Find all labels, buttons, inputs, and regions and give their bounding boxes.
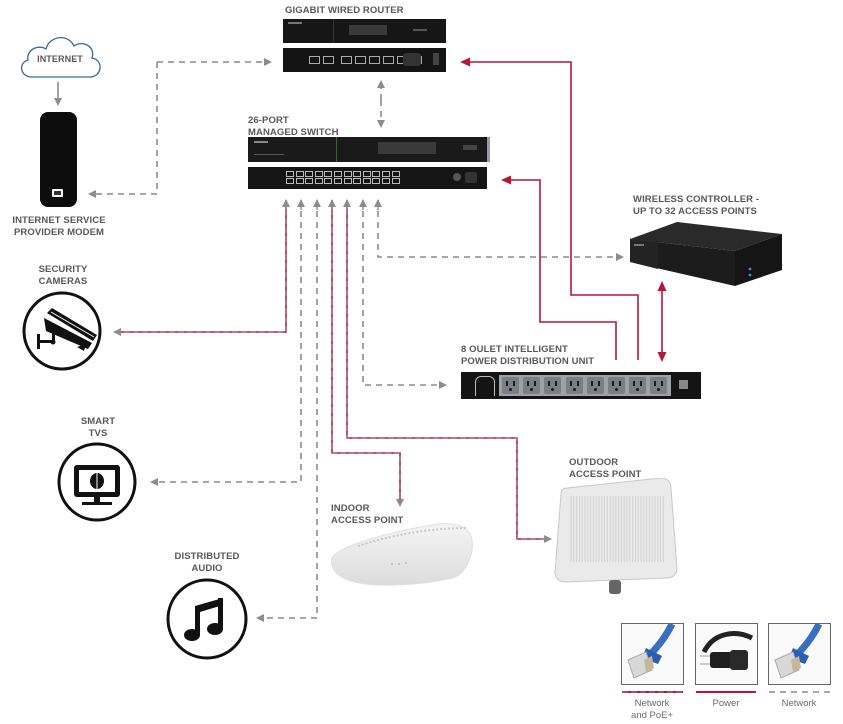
indoor-access-point-icon [331,523,473,586]
ethernet-port [324,171,333,177]
switch-to-cameras-dash [115,200,287,333]
ethernet-port [355,56,366,64]
switch-to-controller [377,200,624,261]
pdu-to-router-power [460,57,639,360]
switch-to-indoor-ap-dash [331,200,401,505]
switch-front [248,137,490,162]
power-inlet-icon [475,376,495,396]
legend-power-label: Power [712,698,740,709]
legend-network-image [768,623,831,685]
ethernet-port [314,178,323,184]
router-front [283,19,446,43]
outdoor-access-point-icon [554,477,678,594]
ethernet-port [382,171,390,177]
wireless-controller-label: WIRELESS CONTROLLER - UP TO 32 ACCESS PO… [633,194,760,217]
power-outlet [565,377,583,394]
ethernet-port [391,171,400,177]
switch-to-tvs [150,200,302,486]
ethernet-port [343,178,352,184]
power-outlet [629,377,647,394]
ethernet-port [353,178,362,184]
ethernet-port [295,171,304,177]
power-outlet [523,377,541,394]
legend-network-poe-label: Network and PoE+ [631,698,673,721]
ethernet-port [369,56,380,64]
modem-label: INTERNET SERVICE PROVIDER MODEM [12,215,106,238]
ethernet-port [383,56,394,64]
cloud-icon [21,37,101,78]
ethernet-port [334,178,342,184]
power-outlet [544,377,562,394]
wireless-controller-device [630,222,785,290]
legend-network-poe-image [621,623,684,685]
ethernet-port [362,178,371,184]
distributed-audio-node [166,578,248,660]
router-label: GIGABIT WIRED ROUTER [285,5,404,16]
outdoor-ap-label: OUTDOOR ACCESS POINT [569,457,642,480]
switch-to-audio [256,200,318,622]
tv-icon [57,442,137,522]
internet-cloud: INTERNET [16,30,104,82]
ethernet-port [353,171,362,177]
modem-device [40,112,77,207]
ethernet-port [309,56,320,64]
power-outlet [586,377,604,394]
ethernet-port [334,171,342,177]
pdu-to-switch-power [501,175,617,360]
indoor-ap-label: INDOOR ACCESS POINT [331,503,404,526]
switch-rear [248,167,487,189]
internet-label: INTERNET [37,54,83,64]
power-cable-icon [700,631,754,670]
pdu-device [461,372,701,399]
ethernet-port [341,56,352,64]
router-to-modem [88,62,158,198]
ethernet-port [362,171,371,177]
indoor-ap-device [328,518,478,590]
power-outlet [502,377,519,394]
ethernet-port [295,178,304,184]
legend-network-label: Network [781,698,817,709]
ethernet-port [382,178,390,184]
music-note-icon [166,578,248,660]
router-rear [283,48,446,72]
ethernet-cable-icon [627,624,676,679]
distributed-audio-label: DISTRIBUTED AUDIO [174,551,240,574]
power-outlet [650,377,668,394]
switch-label: 26-PORT MANAGED SWITCH [248,115,339,138]
outdoor-ap-device [553,477,683,598]
smart-tvs-label: SMART TVS [80,416,116,439]
ethernet-port [314,171,323,177]
security-cameras-label: SECURITY CAMERAS [38,264,88,287]
security-camera-icon [22,291,102,371]
smart-tvs-node [57,442,137,522]
power-outlet [608,377,625,394]
ethernet-port [305,171,314,177]
ethernet-port [305,178,314,184]
wireless-controller-icon [630,222,782,286]
ethernet-port [343,171,352,177]
ethernet-port [286,171,294,177]
ethernet-port-icon [52,189,63,197]
ethernet-port [391,178,400,184]
security-cameras-node [22,291,102,371]
switch-to-outdoor-ap-dash [346,200,550,540]
ethernet-port [324,178,333,184]
legend-power-image [695,623,758,685]
ethernet-port [323,56,334,64]
pdu-label: 8 OULET INTELLIGENT POWER DISTRIBUTION U… [461,344,595,367]
ethernet-cable-icon [774,624,823,679]
ethernet-port [286,178,294,184]
ethernet-port-icon [679,380,688,389]
ethernet-port [372,171,381,177]
ethernet-port [372,178,381,184]
